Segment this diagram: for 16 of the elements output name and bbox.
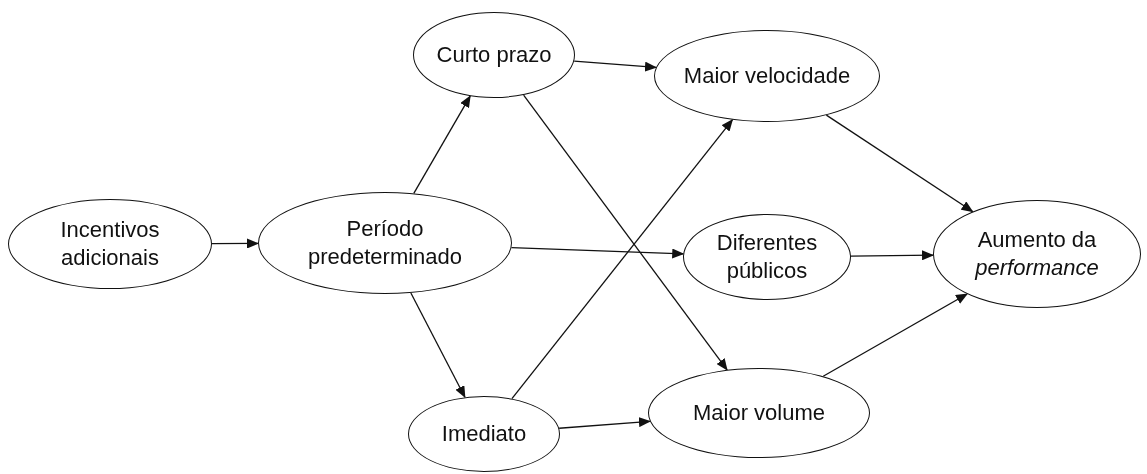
arrow bbox=[510, 247, 685, 259]
node-label: Diferentes públicos bbox=[715, 229, 819, 285]
node-label: Incentivos adicionais bbox=[59, 216, 161, 272]
arrow bbox=[850, 250, 934, 261]
node-label: Maior velocidade bbox=[683, 62, 851, 90]
arrow bbox=[825, 114, 974, 213]
arrow bbox=[822, 293, 968, 377]
node-label: Período predeterminado bbox=[306, 215, 464, 271]
node-label: Imediato bbox=[441, 420, 527, 448]
arrow bbox=[211, 238, 259, 249]
arrow bbox=[511, 119, 734, 400]
node-label: Aumento da performance bbox=[973, 226, 1100, 282]
node-label: Curto prazo bbox=[436, 41, 552, 69]
node-label: Maior volume bbox=[692, 399, 825, 427]
arrow bbox=[558, 417, 651, 429]
arrow bbox=[573, 60, 657, 72]
